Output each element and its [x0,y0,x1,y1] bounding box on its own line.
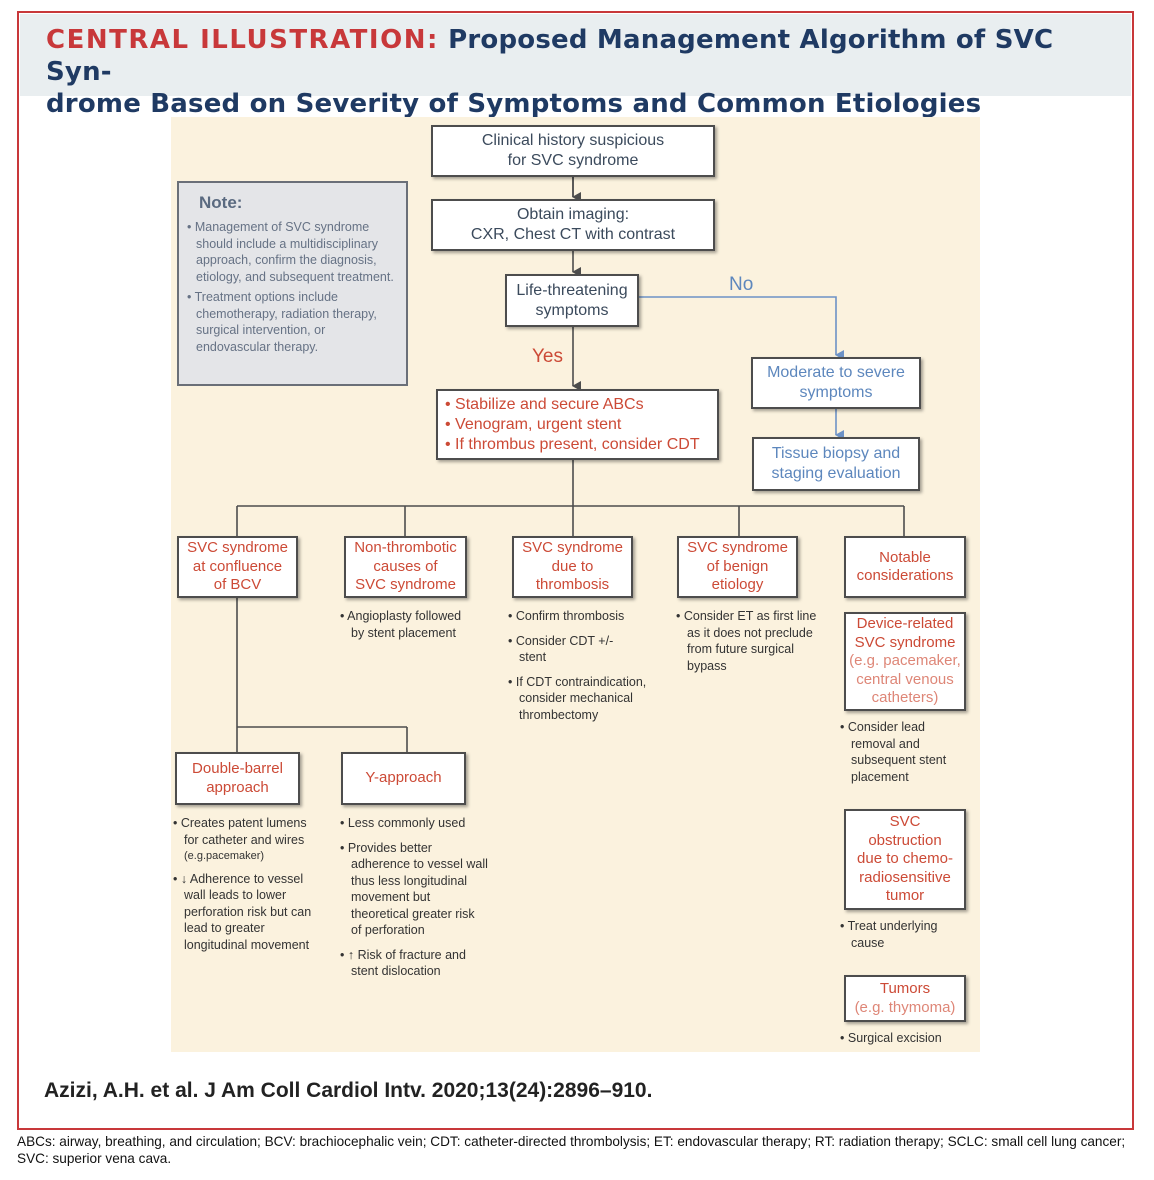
branch-thrombosis-box: SVC syndrome due to thrombosis [512,536,633,598]
note-box: Note: • Management of SVC syndrome shoul… [177,181,408,386]
list-item: • Less commonly used [340,816,466,830]
device-related-box: Device-related SVC syndrome (e.g. pacema… [844,612,966,711]
title-line-1: Proposed Management Algorithm of SVC Syn… [46,25,1054,87]
stabilize-box: • Stabilize and secure ABCs • Venogram, … [436,389,719,460]
list-item: • Consider ET as first line as it does n… [676,609,817,673]
thrombosis-bullets: • Confirm thrombosis • Consider CDT +/- … [508,608,673,731]
list-item-note: (e.g.pacemaker) [184,850,265,862]
branch-nonthrombotic-box: Non-thrombotic causes of SVC syndrome [344,536,467,598]
benign-bullets: • Consider ET as first line as it does n… [676,608,826,682]
footnote: ABCs: airway, breathing, and circulation… [17,1134,1126,1166]
chemo-tumor-box: SVC obstruction due to chemo- radiosensi… [844,809,966,910]
list-item: • If CDT contraindication, consider mech… [508,674,647,722]
tumors-box: Tumors (e.g. thymoma) [844,975,966,1022]
list-item: • ↑ Risk of fracture and stent dislocati… [340,947,466,979]
list-item: • Angioplasty followed by stent placemen… [340,609,462,640]
list-item: • Surgical excision [840,1031,942,1045]
list-item: • Creates patent lumens for catheter and… [173,816,307,847]
nonthrombotic-bullets: • Angioplasty followed by stent placemen… [340,608,470,649]
note-title: Note: [199,193,243,212]
double-barrel-box: Double-barrel approach [175,752,300,805]
imaging-box: Obtain imaging: CXR, Chest CT with contr… [431,199,715,251]
tissue-biopsy-box: Tissue biopsy and staging evaluation [752,437,920,491]
list-item: • Confirm thrombosis [508,609,625,623]
chemo-tumor-bullets: • Treat underlying cause [840,918,970,959]
branch-confluence-box: SVC syndrome at confluence of BCV [177,536,298,598]
title-prefix: CENTRAL ILLUSTRATION: [46,25,439,55]
list-item: • Consider CDT +/- stent [508,633,614,665]
note-item: • Management of SVC syndrome should incl… [187,220,394,284]
tumors-bullets: • Surgical excision [840,1030,970,1055]
list-item: • Consider lead removal and subsequent s… [840,720,947,784]
double-barrel-bullets: • Creates patent lumens for catheter and… [173,815,318,961]
note-item: • Treatment options include chemotherapy… [187,290,377,354]
life-threatening-box: Life-threatening symptoms [505,274,639,327]
figure-header [20,14,1131,96]
y-approach-box: Y-approach [341,752,466,805]
list-item: • Treat underlying cause [840,919,938,950]
y-approach-bullets: • Less commonly used • Provides better a… [340,815,488,988]
moderate-symptoms-box: Moderate to severe symptoms [751,357,921,409]
yes-label: Yes [532,346,563,367]
list-item: • ↓ Adherence to vessel wall leads to lo… [173,871,312,952]
list-item: • Provides better adherence to vessel wa… [340,840,488,938]
branch-benign-box: SVC syndrome of benign etiology [677,536,798,598]
device-related-bullets: • Consider lead removal and subsequent s… [840,719,970,793]
figure-title: CENTRAL ILLUSTRATION: Proposed Managemen… [46,24,1116,120]
branch-notable-box: Notable considerations [844,536,966,598]
title-line-2: drome Based on Severity of Symptoms and … [46,89,982,119]
citation: Azizi, A.H. et al. J Am Coll Cardiol Int… [44,1079,653,1102]
clinical-history-box: Clinical history suspicious for SVC synd… [431,125,715,177]
no-label: No [729,274,754,295]
